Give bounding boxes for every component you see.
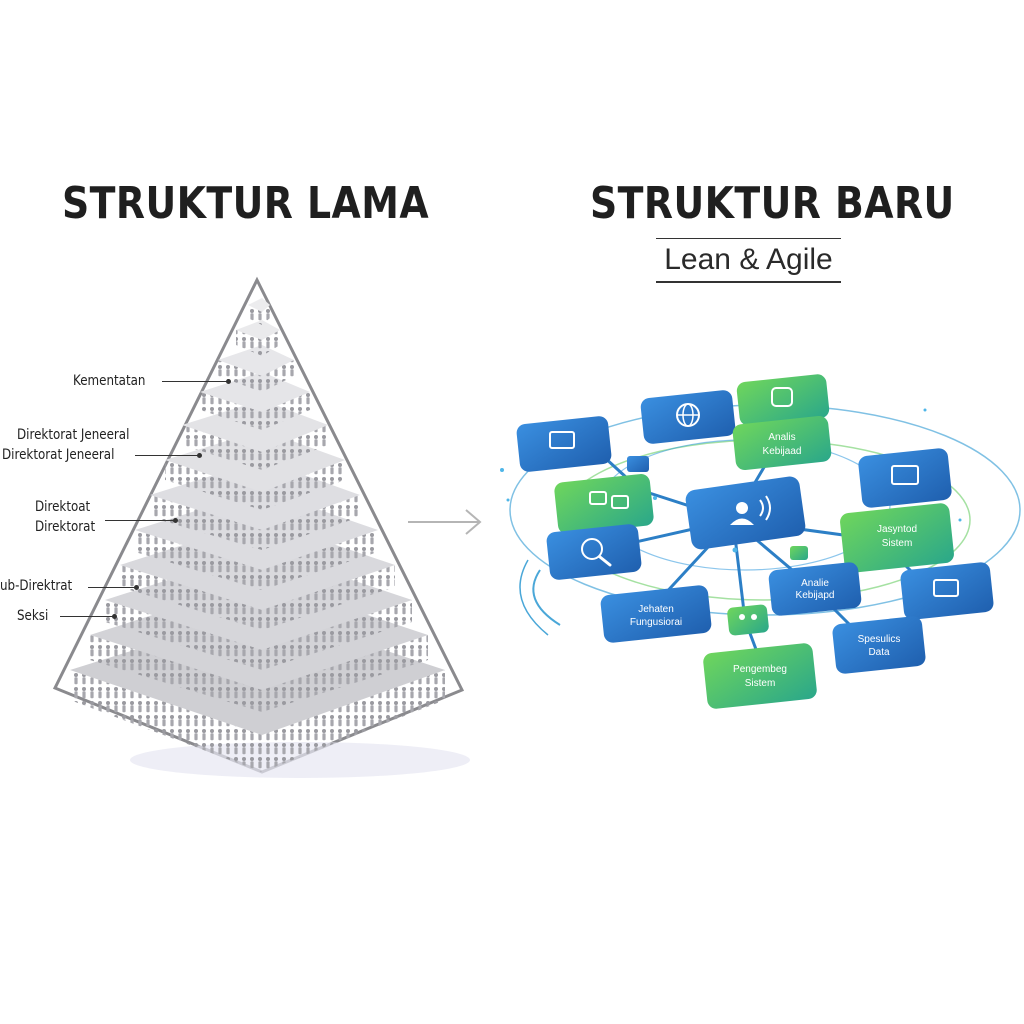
node-pengembang-sistem: Pengembeg Sistem xyxy=(703,643,817,709)
label-dirjen-2: Direktorat Jeneeral xyxy=(2,447,115,463)
label-sub-direktorat: ub-Direktrat xyxy=(0,578,73,594)
node-label-2b: Sistem xyxy=(882,538,913,549)
label-seksi: Seksi xyxy=(17,608,49,624)
node-spesialis-data: Spesulics Data xyxy=(832,616,926,674)
network-center-node xyxy=(685,476,806,550)
label-direktorat-2: Direktorat xyxy=(35,519,96,535)
node-chat-icon xyxy=(516,416,612,472)
leader-line xyxy=(105,520,175,521)
node-globe-icon xyxy=(640,390,736,444)
node-monitor-icon xyxy=(858,448,952,508)
node-gallery-icon xyxy=(554,474,654,534)
pyramid-tier xyxy=(236,320,280,356)
node-label-6a: Pengembeg xyxy=(733,664,787,675)
label-kementerian: Kementatan xyxy=(73,373,146,389)
pyramid-tiers xyxy=(70,298,445,772)
node-label-1b: Kebijaad xyxy=(763,446,802,457)
label-direktorat-1: Direktoat xyxy=(35,499,91,515)
node-chart-icon xyxy=(900,562,994,620)
node-analie-kebijakan: Analie Kebijapd xyxy=(768,562,862,616)
leader-dot xyxy=(226,379,231,384)
node-label-4b: Fungusiorai xyxy=(630,617,682,628)
node-jabatan-fungsional: Jehaten Fungusiorai xyxy=(600,585,712,643)
leader-line xyxy=(88,587,136,588)
node-label-6b: Sistem xyxy=(745,678,776,689)
leader-dot xyxy=(112,614,117,619)
node-label-5a: Spesulics xyxy=(858,634,901,645)
node-label-3b: Kebijapd xyxy=(796,590,835,601)
node-people-icon xyxy=(727,604,769,636)
node-label-3a: Analie xyxy=(801,578,829,589)
transition-arrow xyxy=(408,509,482,535)
leader-line xyxy=(162,381,228,382)
title-old-structure: STRUKTUR LAMA xyxy=(62,178,430,229)
node-label-1a: Analis xyxy=(768,432,795,443)
subtitle-lean-agile: Lean & Agile xyxy=(664,243,833,276)
label-dirjen-1: Direktorat Jeneeral xyxy=(17,427,130,443)
pyramid-tier xyxy=(248,298,270,325)
node-label-2a: Jasyntod xyxy=(877,524,917,535)
leader-dot xyxy=(197,453,202,458)
pyramid-tier xyxy=(218,345,294,392)
pyramid-tier xyxy=(200,372,310,430)
subtitle-box: Lean & Agile xyxy=(656,238,841,283)
sparkles xyxy=(500,408,962,553)
node-label-5b: Data xyxy=(868,647,890,658)
node-jasyntod-sistem: Jasyntod Sistem xyxy=(840,503,954,573)
node-search-user-icon xyxy=(546,524,642,580)
node-small-dot xyxy=(627,456,808,560)
leader-dot xyxy=(173,518,178,523)
node-analis-kebijakan: Analis Kebijaad xyxy=(732,416,832,470)
node-label-4a: Jehaten xyxy=(638,604,674,615)
leader-line xyxy=(60,616,114,617)
title-new-structure: STRUKTUR BARU xyxy=(590,178,955,229)
node-badge-icon xyxy=(736,374,830,426)
leader-line xyxy=(135,455,199,456)
leader-dot xyxy=(134,585,139,590)
